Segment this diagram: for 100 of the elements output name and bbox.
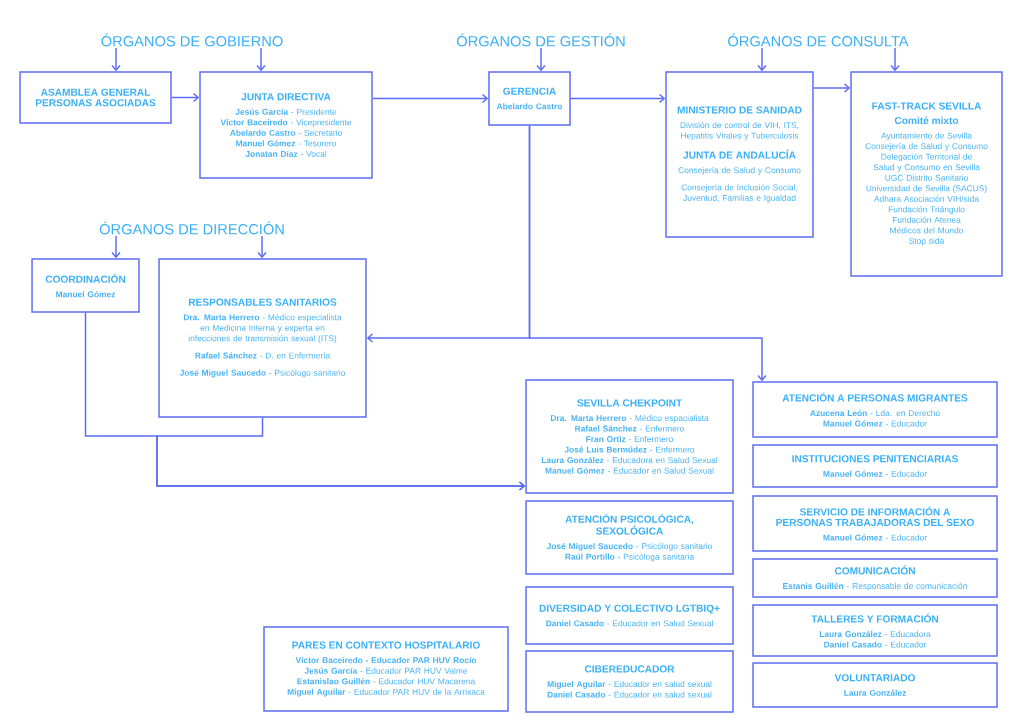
member-line: Laura González - Educadora en Salud Sexual: [541, 456, 718, 464]
institution-name: Consejería de Salud y Consumo: [865, 142, 988, 151]
institution-name: Consejería de Salud y Consumo: [678, 166, 801, 175]
org-box: [752, 381, 998, 438]
box-title: PARES EN CONTEXTO HOSPITALARIO: [292, 641, 480, 649]
member-line: Víctor Baceiredo - Vicepresidente: [220, 119, 352, 127]
member-line: Daniel Casado - Educador: [824, 641, 927, 648]
institution-name: UGC Distrito Sanitario: [885, 174, 968, 181]
member-line: Manuel Gómez - Educador en Salud Sexual: [545, 467, 714, 474]
org-box: [19, 71, 172, 124]
member-line: Manuel Gómez - Educador: [823, 470, 927, 477]
box-title: COMUNICACIÓN: [834, 565, 915, 575]
connector-arrow: [536, 47, 546, 72]
org-box: [752, 604, 998, 657]
member-line: Fran Ortiz - Enfermero: [586, 435, 674, 443]
connector-arrow: [890, 47, 900, 72]
org-box: [752, 558, 998, 598]
section-heading: ÓRGANOS DE GOBIERNO: [101, 33, 283, 47]
box-title: CIBEREDUCADOR: [584, 665, 675, 673]
institution-name: Universidad de Sevilla (SACUS): [866, 185, 987, 193]
box-title: Comité mixto: [894, 116, 959, 125]
member-line: Jonatan Díaz - Vocal: [245, 150, 327, 157]
box-title: JUNTA DE ANDALUCÍA: [683, 149, 796, 159]
org-box: [525, 379, 734, 494]
org-box: [199, 71, 373, 179]
member-line: Rafael Sánchez - D. en Enfermería: [195, 352, 331, 359]
box-title: SEVILLA CHEKPOINT: [577, 399, 683, 407]
box-title: MINISTERIO DE SANIDAD: [677, 106, 802, 114]
box-title: DIVERSIDAD Y COLECTIVO LGTBIQ+: [539, 604, 720, 614]
box-title: COORDINACIÓN: [45, 273, 126, 283]
member-line: Miguel Aguilar - Educador PAR HUV de la Arrixaca: [287, 688, 485, 697]
org-box: [525, 586, 734, 645]
member-line: Laura González - Educadora: [819, 630, 931, 638]
org-box: [752, 662, 998, 708]
member-line: Jesús García - Presidente: [235, 108, 337, 115]
org-box: [752, 495, 998, 552]
institution-name: Stop sida: [909, 237, 945, 246]
box-title: INSTITUCIONES PENITENCIARIAS: [792, 455, 958, 463]
member-line: Estanislao Guillén - Educador HUV Macarena: [297, 678, 476, 685]
org-box: [263, 626, 509, 712]
connector-arrow: [111, 47, 121, 72]
connector-arrow: [256, 47, 266, 72]
org-box: [525, 650, 734, 713]
org-box: [158, 258, 367, 418]
member-line: Miguel Aguilar - Educador en salud sexual: [547, 680, 712, 689]
org-box: [525, 500, 734, 575]
box-title: JUNTA DIRECTIVA: [241, 93, 331, 101]
member-line: Manuel Gómez - Tesorero: [236, 140, 337, 147]
section-heading: ÓRGANOS DE DIRECCIÓN: [99, 221, 284, 235]
institution-name: Delegación Territorial de Salud y Consumo en Sevilla: [873, 153, 980, 172]
institution-name: Fundación Atenea: [892, 216, 961, 223]
institution-name: Fundación Triángulo: [888, 206, 965, 214]
member-line: Daniel Casado - Educador en Salud Sexual: [546, 620, 713, 627]
member-line: Manuel Gómez - Educador: [823, 420, 927, 427]
box-title: ATENCIÓN A PERSONAS MIGRANTES: [782, 392, 968, 402]
box-title: RESPONSABLES SANITARIOS: [188, 298, 337, 306]
org-box: [752, 444, 998, 488]
institution-name: División de control de VIH, ITS, Hepatitis Virales y Tuberculosis: [680, 121, 799, 141]
org-box: [850, 71, 1003, 277]
section-heading: ÓRGANOS DE CONSULTA: [728, 33, 909, 47]
member-line: José Luis Bermúdez - Enfermero: [564, 446, 695, 453]
institution-name: Consejería de Inclusión Social, Juventud, Familias e Igualdad: [681, 184, 798, 203]
box-title: VOLUNTARIADO: [834, 674, 915, 682]
institution-name: Adhara Asociación VIH/sida: [874, 195, 979, 202]
section-heading: ÓRGANOS DE GESTIÓN: [456, 33, 625, 47]
org-box: [31, 258, 140, 313]
member-line: Abelardo Castro - Secretario: [229, 129, 342, 136]
box-title: GERENCIA: [503, 87, 556, 95]
connector-arrow: [570, 93, 666, 104]
member-line: Rafael Sánchez - Enfermero: [575, 425, 684, 432]
connector-arrow: [366, 125, 767, 382]
box-title: FAST-TRACK SEVILLA: [872, 102, 982, 110]
member-line: Dra. Marta Herrero - Médico espacialista: [550, 414, 709, 423]
institution-name: Médicos del Mundo: [890, 227, 964, 234]
member-line: José Miguel Saucedo - Psicólogo sanitario: [546, 542, 712, 551]
org-box: [488, 71, 571, 126]
member-line: Manuel Gómez: [56, 291, 116, 298]
member-line: Laura González: [844, 689, 906, 696]
member-line: Manuel Gómez - Educador: [823, 534, 927, 541]
box-title: SERVICIO DE INFORMACIÓN A PERSONAS TRABAJADORAS DEL SEXO: [776, 506, 974, 527]
institution-name: Ayuntamiento de Sevilla: [881, 132, 972, 141]
member-line: Jesús García - Educador PAR HUV Valme: [304, 667, 468, 674]
member-line: Víctor Baceiredo - Educador PAR HUV Rocío: [295, 656, 477, 664]
connector-arrow: [84, 312, 526, 491]
connector-arrow: [170, 92, 200, 103]
box-title: TALLERES Y FORMACIÓN: [811, 613, 939, 623]
org-box: [665, 71, 814, 238]
connector-arrow: [111, 235, 121, 259]
member-line: Raúl Portillo - Psicóloga sanitaria: [565, 553, 695, 562]
connector-arrow: [812, 83, 851, 93]
connector-arrow: [372, 93, 489, 104]
connector-arrow: [257, 235, 267, 259]
member-line: Daniel Casado - Educador en salud sexual: [547, 691, 712, 698]
box-title: ATENCIÓN PSICOLÓGICA, SEXOLÓGICA: [565, 513, 694, 535]
member-line: Dra. Marta Herrero - Médico especialista en Medicina Interna y experta en infecciones de transmisión sexual (ITS): [183, 314, 342, 343]
connector-arrow: [757, 47, 767, 72]
member-line: Abelardo Castro: [496, 103, 563, 110]
member-line: Estanis Guillén - Responsable de comunicación: [783, 582, 967, 591]
member-line: Azucena León - Lda. en Derecho: [810, 409, 940, 417]
member-line: José Miguel Saucedo - Psicólogo sanitario: [179, 369, 345, 378]
